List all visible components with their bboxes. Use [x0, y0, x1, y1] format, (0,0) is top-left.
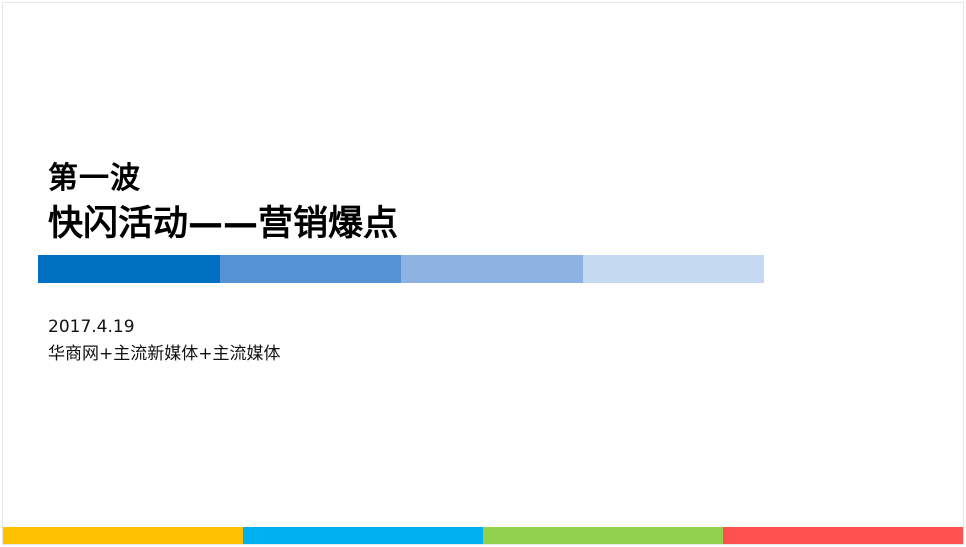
slide-date: 2017.4.19	[48, 317, 135, 337]
footer-bar-segment-2	[243, 527, 483, 544]
accent-stripe-segment-2	[219, 255, 401, 283]
accent-stripe-segment-3	[401, 255, 583, 283]
accent-stripe	[38, 255, 764, 283]
accent-stripe-segment-1	[38, 255, 220, 283]
footer-bar-segment-4	[723, 527, 963, 544]
footer-bar-segment-1	[3, 527, 243, 544]
footer-color-bar	[3, 527, 963, 544]
footer-bar-segment-3	[483, 527, 723, 544]
slide-title-line2: 快闪活动——营销爆点	[48, 204, 399, 244]
slide-subtitle: 华商网+主流新媒体+主流媒体	[48, 344, 281, 364]
slide-title-line1: 第一波	[48, 161, 141, 196]
accent-stripe-segment-4	[582, 255, 764, 283]
